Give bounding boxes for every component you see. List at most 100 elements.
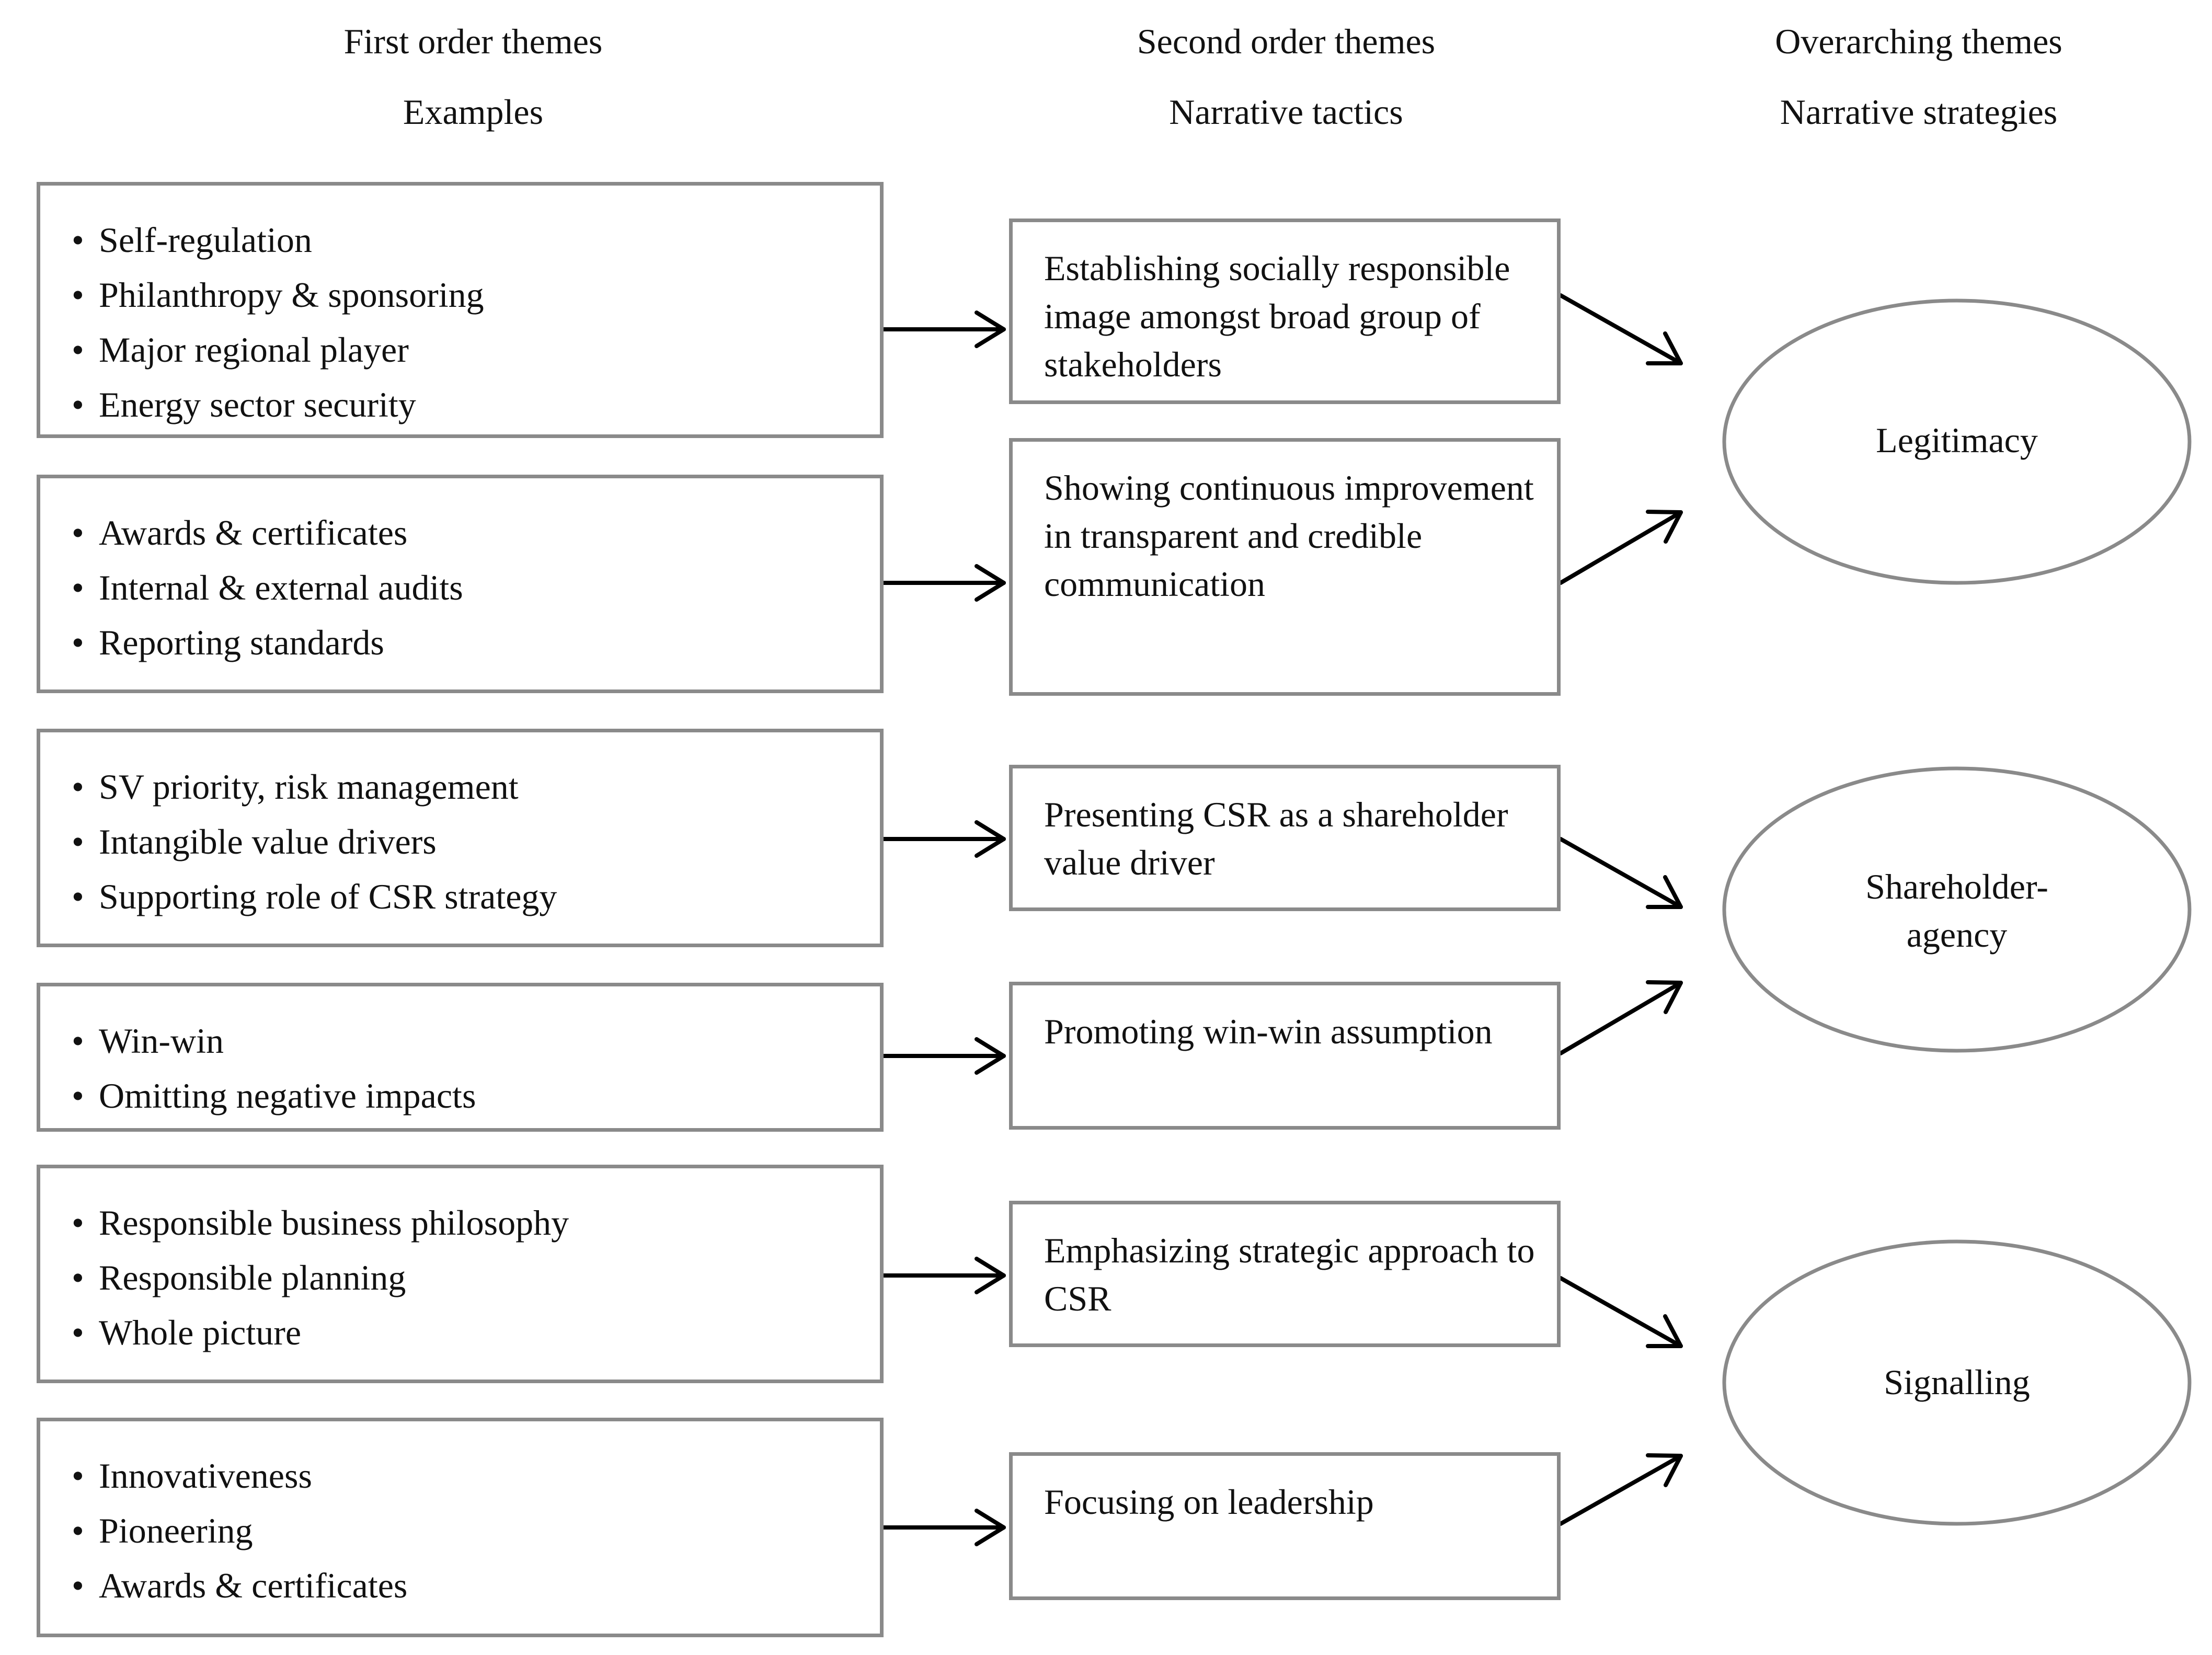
strategy-label-shareholder-agency: Shareholder-agency (1865, 867, 2048, 955)
arrowhead-example-6 (975, 1509, 1006, 1546)
example-text: Pioneering (99, 1511, 253, 1550)
example-text: Reporting standards (99, 623, 384, 662)
col3-header-subtitle: Narrative strategies (1780, 92, 2058, 132)
example-item: • SV priority, risk management (72, 760, 557, 814)
example-text: Innovativeness (99, 1456, 312, 1496)
arrowhead-example-2 (975, 564, 1006, 602)
example-text: Philanthropy & sponsoring (99, 275, 484, 315)
tactic-text-6: Focusing on leadership (1044, 1482, 1374, 1522)
bullet-icon: • (72, 877, 84, 916)
examples-box-6: • Innovativeness • Pioneering • Awards & ce… (37, 1418, 884, 1637)
bullet-icon: • (72, 1076, 84, 1116)
tactic-box-2: Showing continuous improvement in transp… (1009, 438, 1561, 696)
tactic-box-3: Presenting CSR as a shareholder value dr… (1009, 765, 1561, 911)
examples-list-6: • Innovativeness • Pioneering • Awards & ce… (72, 1449, 407, 1613)
examples-list-3: • SV priority, risk management • Intangibl… (72, 760, 557, 924)
example-item: • Philanthropy & sponsoring (72, 268, 484, 323)
arrowhead-tactic-4 (1646, 980, 1683, 1014)
tactic-box-1: Establishing socially responsible image … (1009, 219, 1561, 404)
strategy-label-signalling: Signalling (1884, 1362, 2030, 1402)
example-item: • Responsible business philosophy (72, 1196, 569, 1250)
bullet-icon: • (72, 623, 84, 662)
example-text: Self-regulation (99, 220, 312, 260)
example-item: • Innovativeness (72, 1449, 407, 1503)
examples-box-4: • Win-win • Omitting negative impacts (37, 983, 884, 1132)
col2-header-subtitle: Narrative tactics (1169, 92, 1403, 132)
examples-list-4: • Win-win • Omitting negative impacts (72, 1014, 476, 1123)
example-item: • Omitting negative impacts (72, 1068, 476, 1123)
example-item: •Supporting role of CSR strategy (72, 869, 557, 924)
bullet-icon: • (72, 1258, 84, 1297)
bullet-icon: • (72, 513, 84, 553)
examples-box-1: • Self-regulation • Philanthropy & sponsor… (37, 182, 884, 438)
arrowhead-example-4 (975, 1037, 1006, 1075)
example-item: • Reporting standards (72, 615, 463, 670)
example-item: • Intangible value drivers (72, 814, 557, 869)
bullet-icon: • (72, 1566, 84, 1605)
example-item: • Self-regulation (72, 213, 484, 268)
example-text: Awards & certificates (99, 1566, 408, 1605)
bullet-icon: • (72, 1456, 84, 1496)
bullet-icon: • (72, 767, 84, 807)
example-text: Major regional player (99, 330, 409, 370)
examples-list-1: • Self-regulation • Philanthropy & sponsor… (72, 213, 484, 432)
tactic-text-4: Promoting win-win assumption (1044, 1012, 1493, 1051)
col1-header-subtitle: Examples (403, 92, 544, 132)
tactic-text-5: Emphasizing strategic approach to CSR (1044, 1231, 1535, 1318)
ellipse-legitimacy (1722, 298, 2192, 585)
example-item: • Pioneering (72, 1503, 407, 1558)
examples-box-3: • SV priority, risk management • Intangibl… (37, 729, 884, 947)
examples-box-5: • Responsible business philosophy • Respon… (37, 1165, 884, 1383)
example-text: Responsible business philosophy (99, 1203, 569, 1243)
example-text: Intangible value drivers (99, 822, 437, 861)
example-text: Internal & external audits (99, 568, 463, 607)
tactic-text-2: Showing continuous improvement in transp… (1044, 468, 1534, 604)
example-text: Awards & certificates (99, 513, 408, 553)
example-item: •Whole picture (72, 1305, 569, 1360)
bullet-icon: • (72, 220, 84, 260)
arrow-tactic-6-to-signalling (1558, 1454, 1683, 1526)
arrow-tactic-5-to-signalling (1558, 1276, 1683, 1348)
tactic-text-3: Presenting CSR as a shareholder value dr… (1044, 795, 1508, 882)
examples-list-5: • Responsible business philosophy • Respon… (72, 1196, 569, 1360)
examples-box-2: • Awards & certificates • Internal & exter… (37, 475, 884, 693)
strategy-label-legitimacy: Legitimacy (1876, 420, 2038, 460)
ellipse-shareholder-agency (1722, 766, 2192, 1053)
tactic-box-5: Emphasizing strategic approach to CSR (1009, 1201, 1561, 1347)
example-item: • Major regional player (72, 323, 484, 377)
bullet-icon: • (72, 568, 84, 607)
bullet-icon: • (72, 275, 84, 315)
bullet-icon: • (72, 385, 84, 424)
tactic-box-4: Promoting win-win assumption (1009, 982, 1561, 1130)
example-item: • Awards & certificates (72, 505, 463, 560)
example-item: •Energy sector security (72, 377, 484, 432)
arrowhead-tactic-1 (1646, 331, 1683, 365)
example-text: SV priority, risk management (99, 767, 519, 807)
examples-list-2: • Awards & certificates • Internal & exter… (72, 505, 463, 670)
arrowhead-tactic-2 (1646, 510, 1683, 544)
bullet-icon: • (72, 1021, 84, 1061)
arrow-tactic-4-to-shareholder-agency (1558, 981, 1683, 1055)
arrowhead-tactic-5 (1646, 1314, 1683, 1348)
example-text: Whole picture (99, 1313, 302, 1352)
arrowhead-tactic-6 (1646, 1453, 1683, 1487)
bullet-icon: • (72, 330, 84, 370)
example-item: • Awards & certificates (72, 1558, 407, 1613)
example-item: • Win-win (72, 1014, 476, 1068)
tactic-box-6: Focusing on leadership (1009, 1452, 1561, 1600)
arrow-tactic-1-to-legitimacy (1558, 293, 1683, 365)
example-text: Win-win (99, 1021, 224, 1061)
arrow-tactic-2-to-legitimacy (1558, 510, 1683, 585)
example-text: Responsible planning (99, 1258, 406, 1297)
bullet-icon: • (72, 822, 84, 861)
example-item: • Responsible planning (72, 1250, 569, 1305)
arrowhead-example-5 (975, 1257, 1006, 1294)
bullet-icon: • (72, 1511, 84, 1550)
bullet-icon: • (72, 1203, 84, 1243)
example-text: Omitting negative impacts (99, 1076, 476, 1116)
example-item: • Internal & external audits (72, 560, 463, 615)
arrowhead-tactic-3 (1646, 875, 1683, 909)
arrow-tactic-3-to-shareholder-agency (1558, 837, 1683, 909)
